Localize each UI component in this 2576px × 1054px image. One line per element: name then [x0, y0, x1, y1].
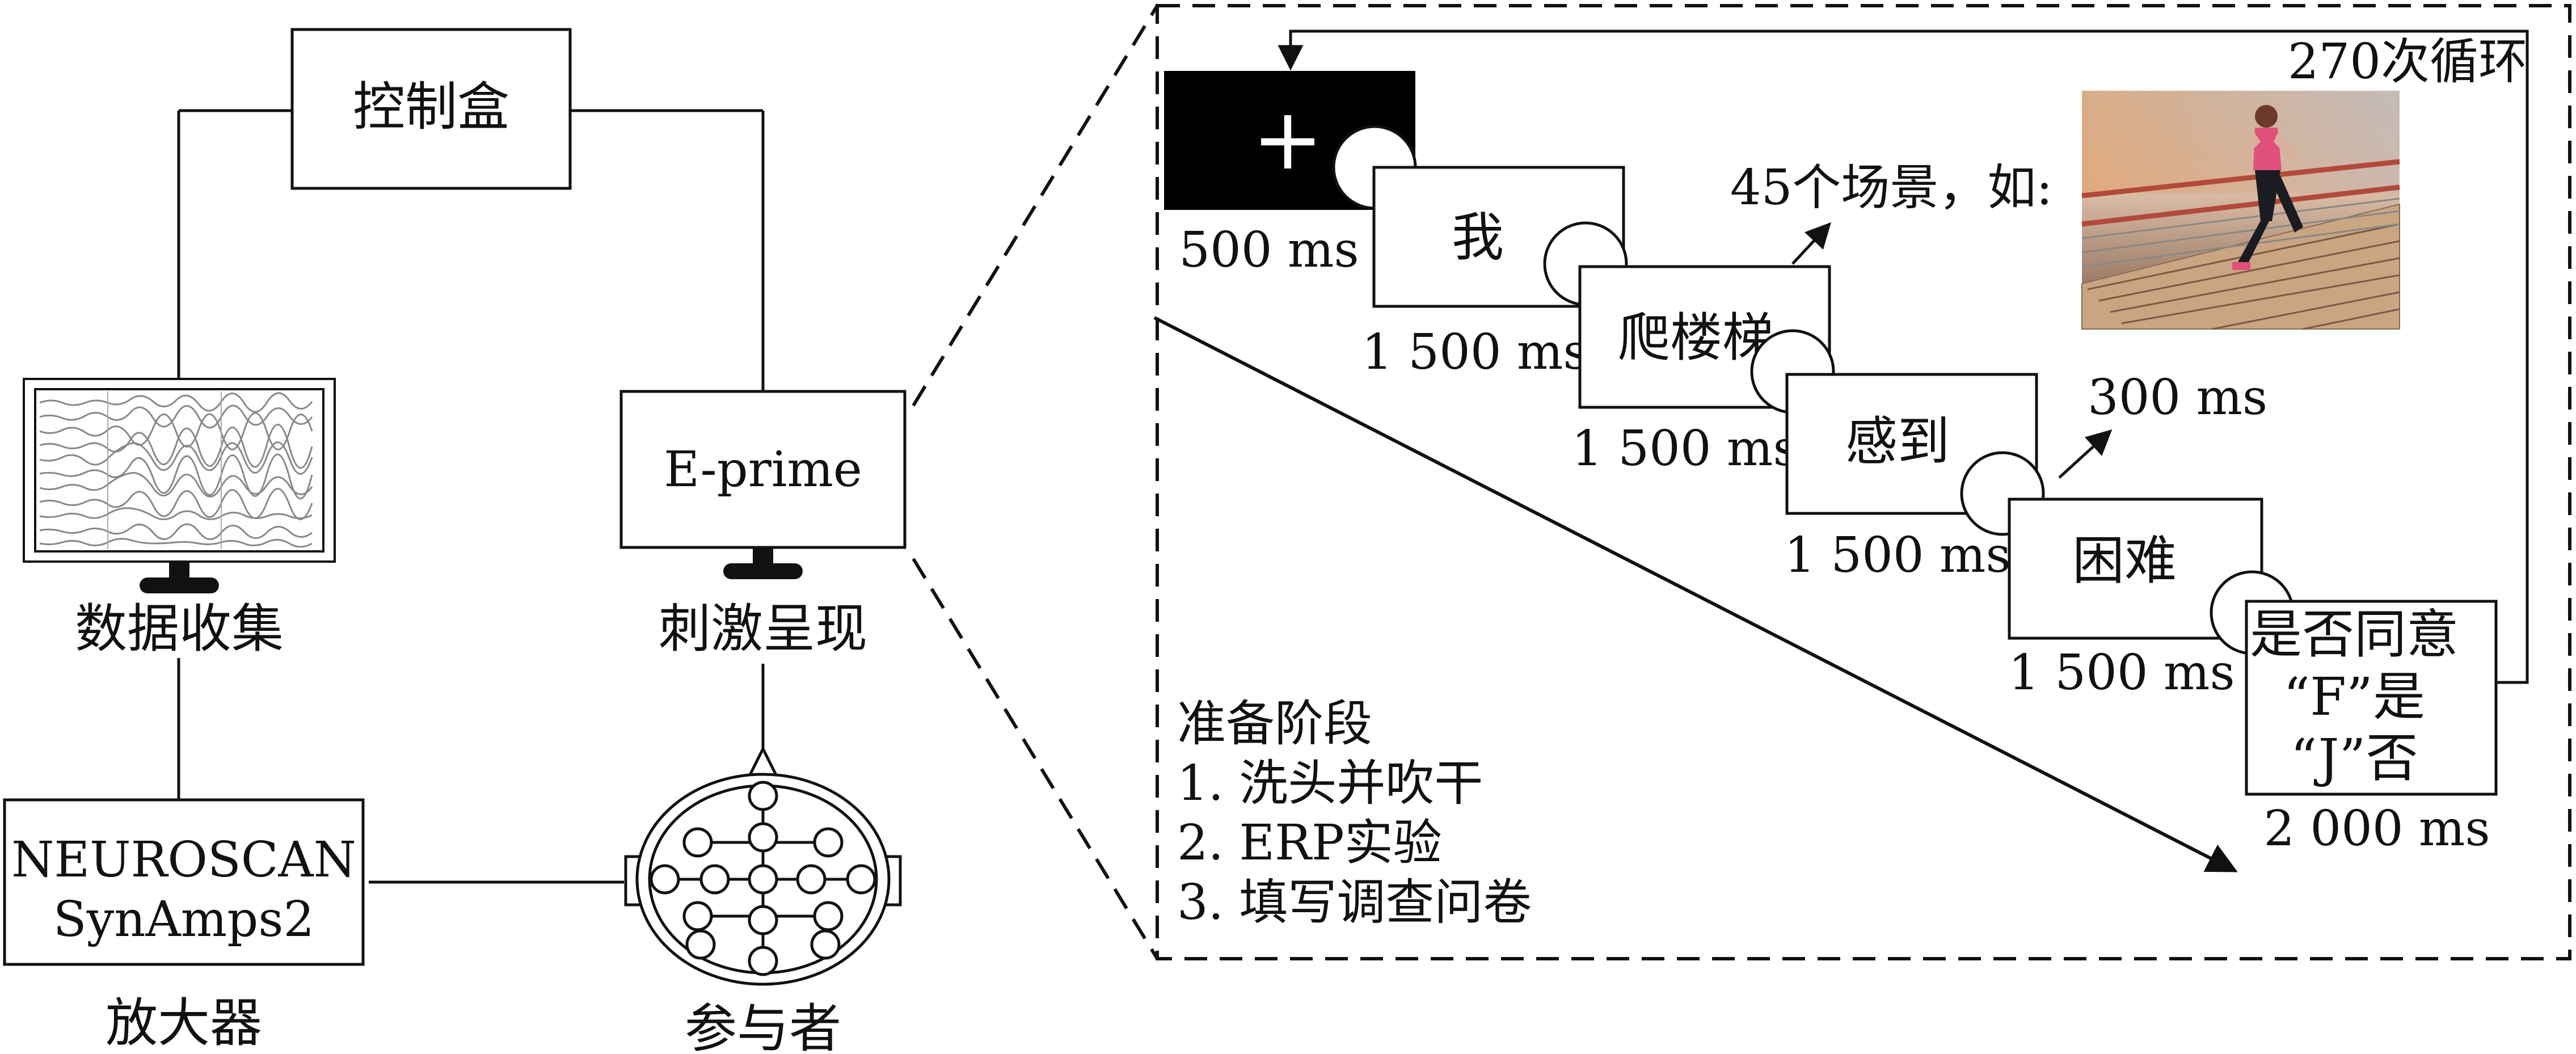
loop-arrow — [1278, 29, 2529, 684]
eeg-cap-head-icon — [624, 745, 902, 986]
timeline-arrow — [1153, 316, 2238, 872]
control-box — [290, 28, 572, 190]
word-screen-1-text: 我 — [1452, 207, 1504, 268]
procedure-frame — [1156, 4, 2571, 960]
prep-item-3: 3. 填写调查问卷 — [1177, 874, 1532, 931]
fixation-symbol: + — [1252, 90, 1323, 189]
word-screen-4-text: 困难 — [2072, 530, 2177, 591]
scene-note-arrow — [1791, 222, 1832, 265]
scene-photo-image — [2081, 91, 2400, 330]
fixation-duration: 500 ms — [1179, 222, 1359, 279]
stimulus-monitor-caption: 刺激呈现 — [659, 598, 867, 659]
question-screen — [2245, 600, 2498, 796]
loop-label: 270次循环 — [2288, 33, 2527, 90]
blank-note: 300 ms — [2088, 369, 2267, 426]
stimulus-monitor — [619, 390, 907, 579]
amplifier-line1: NEUROSCAN — [11, 832, 356, 888]
eeg-waveform-icon — [39, 391, 313, 549]
amplifier-box — [3, 798, 365, 966]
data-monitor — [23, 378, 336, 593]
participant-caption: 参与者 — [685, 998, 841, 1051]
word-screen-3-text: 感到 — [1845, 411, 1950, 472]
prep-item-2: 2. ERP实验 — [1177, 815, 1442, 871]
question-duration: 2 000 ms — [2263, 800, 2490, 857]
question-line3: “J”否 — [2290, 728, 2418, 789]
control-box-label: 控制盒 — [353, 77, 509, 137]
word-screen-2-duration: 1 500 ms — [1571, 420, 1798, 477]
word-screen-3 — [1785, 373, 2038, 515]
question-line2: “F”是 — [2283, 667, 2425, 727]
blank-note-arrow — [2058, 429, 2113, 479]
data-monitor-caption: 数据收集 — [75, 598, 284, 659]
scene-note: 45个场景，如: — [1730, 159, 2052, 216]
amplifier-caption: 放大器 — [106, 993, 262, 1051]
prep-item-1: 1. 洗头并吹干 — [1177, 755, 1483, 812]
word-screen-4-duration: 1 500 ms — [2008, 644, 2234, 701]
amplifier-line2: SynAmps2 — [53, 891, 314, 948]
word-screen-3-duration: 1 500 ms — [1784, 527, 2010, 584]
stimulus-monitor-label: E-prime — [664, 441, 862, 498]
word-screen-1-duration: 1 500 ms — [1361, 324, 1588, 381]
word-screen-2-text: 爬楼梯 — [1618, 307, 1774, 368]
prep-title: 准备阶段 — [1177, 695, 1372, 752]
question-line1: 是否同意 — [2250, 604, 2459, 665]
zoom-lines — [912, 4, 2571, 960]
